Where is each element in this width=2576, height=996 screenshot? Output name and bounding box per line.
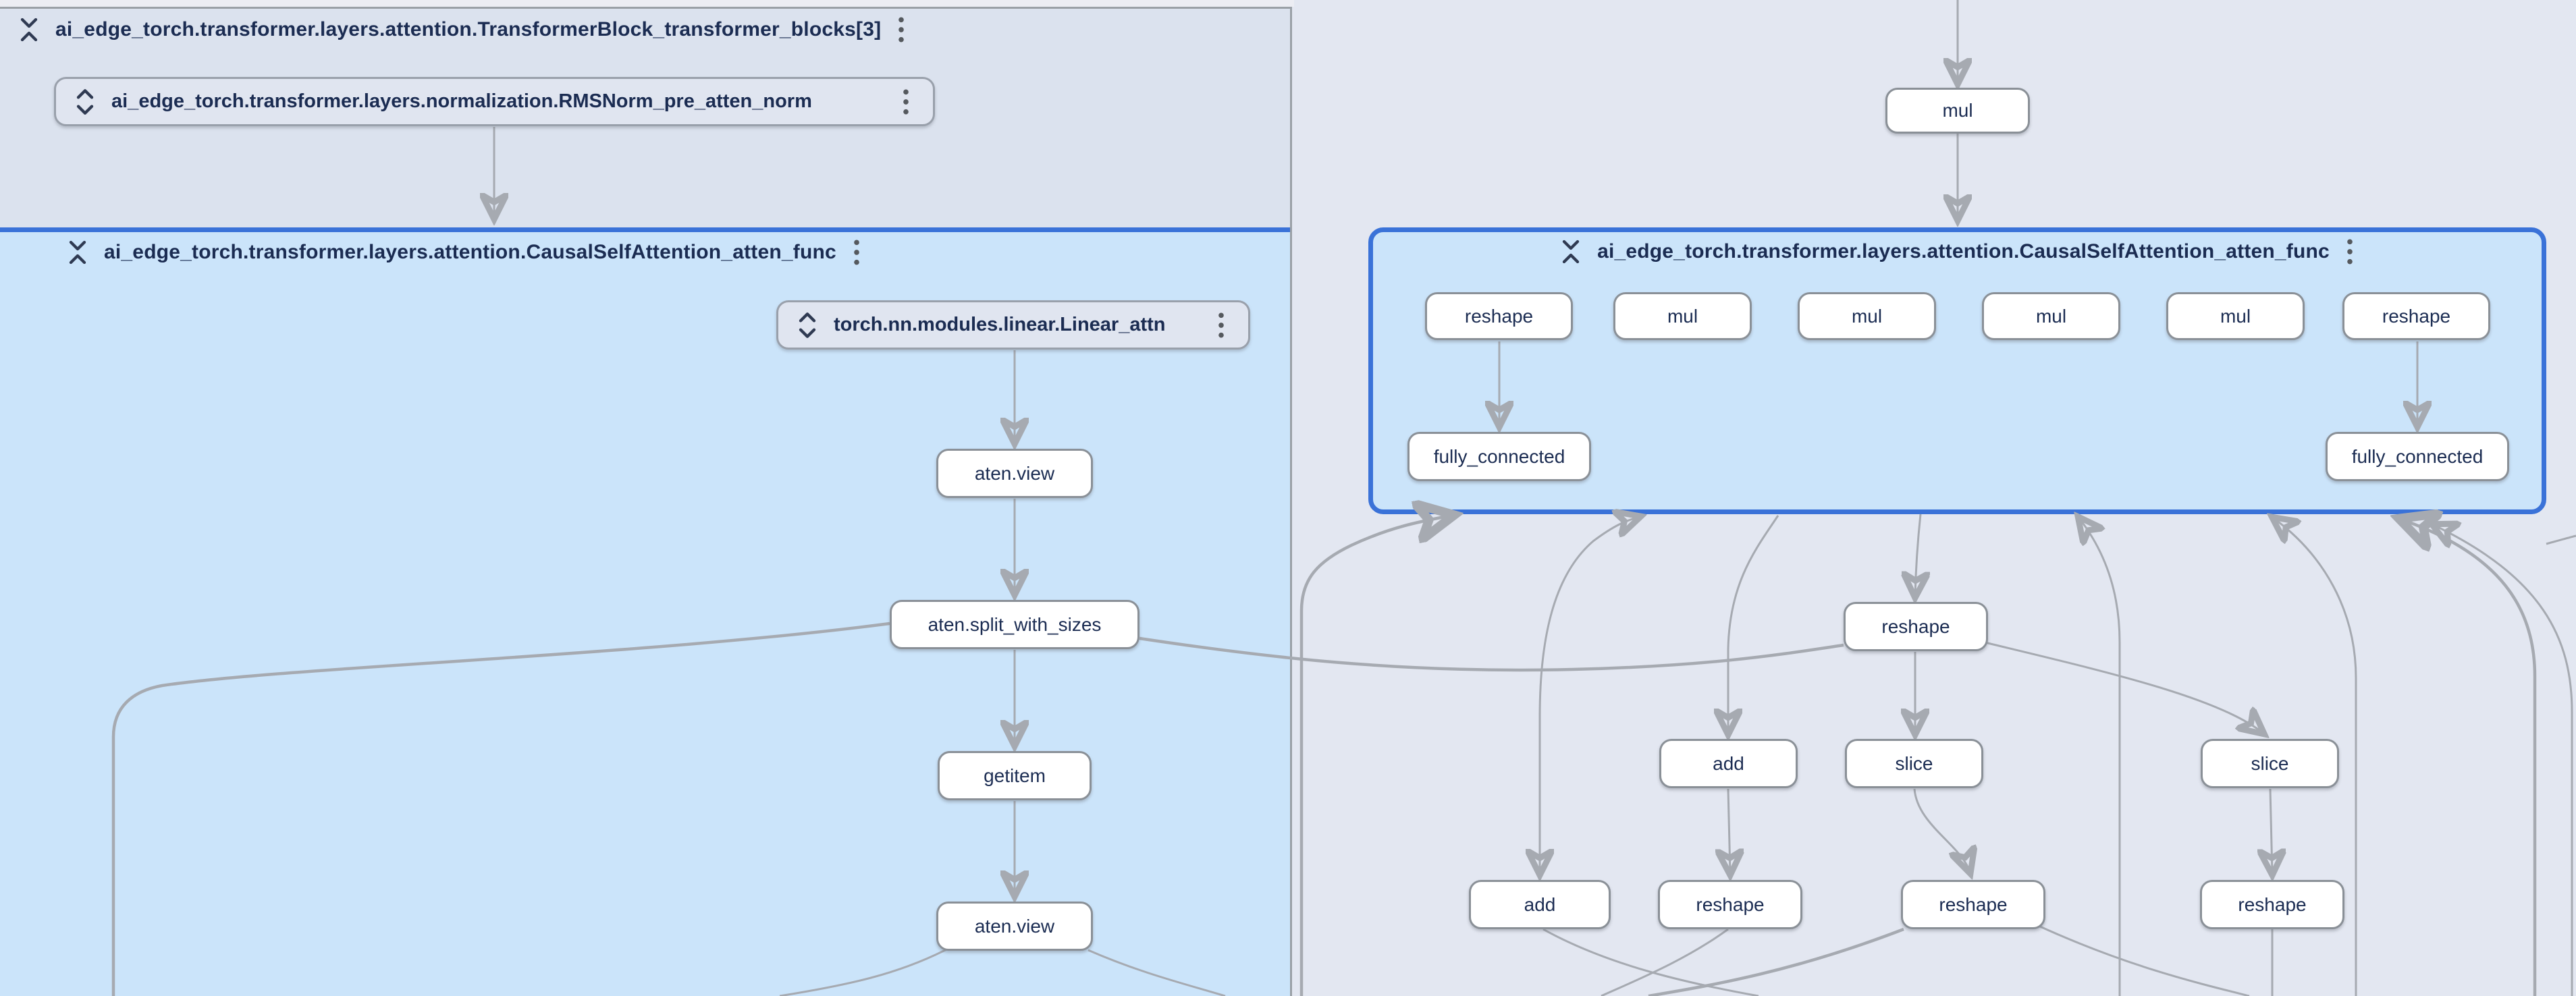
edge [1538,517,1639,717]
graph-node[interactable]: mul [1885,88,2030,134]
node-label: getitem [984,765,1046,786]
graph-node[interactable]: aten.view [936,902,1093,951]
graph-node[interactable]: reshape [1658,880,1802,929]
edge [1299,516,1451,996]
layer-title-bar-attention-left: ai_edge_torch.transformer.layers.attenti… [68,238,861,267]
edge [2402,520,2537,996]
edge [111,621,890,996]
edge [2274,518,2357,996]
edge [1728,788,1730,873]
graph-node[interactable]: reshape [1844,602,1988,651]
graph-node[interactable]: reshape [1901,880,2045,929]
graph-node[interactable]: aten.split_with_sizes [890,600,1139,649]
graph-node[interactable]: mul [1798,292,1936,340]
node-label: reshape [1939,893,2008,915]
edge [1728,515,1779,733]
node-label: aten.view [974,462,1055,484]
graph-node[interactable]: reshape [2200,880,2344,929]
edge [779,947,948,996]
edge [2434,525,2573,996]
node-label: reshape [2238,893,2307,915]
collapsed-layer-label: torch.nn.modules.linear.Linear_attn [834,314,1166,335]
collapsed-layer-node-linear-attn[interactable]: torch.nn.modules.linear.Linear_attn [776,300,1250,350]
kebab-menu-icon[interactable] [902,87,910,117]
node-label: reshape [1881,615,1950,637]
node-label: fully_connected [2351,445,2484,467]
graph-node[interactable]: getitem [938,751,1092,800]
node-label: aten.view [974,915,1055,937]
graph-node[interactable]: aten.view [936,449,1093,498]
unfold-less-icon[interactable] [1561,238,1581,265]
node-label: add [1524,893,1556,915]
node-label: aten.split_with_sizes [928,613,1102,635]
node-label: reshape [1696,893,1765,915]
node-label: add [1713,752,1744,774]
node-label: mul [1667,305,1698,327]
unfold-more-icon[interactable] [797,312,817,339]
layer-title-bar-transformer-block: ai_edge_torch.transformer.layers.attenti… [19,15,905,45]
collapsed-layer-node-rmsnorm[interactable]: ai_edge_torch.transformer.layers.normali… [54,77,935,126]
edge [1915,514,1921,596]
graph-node[interactable]: mul [2166,292,2305,340]
node-label: fully_connected [1433,445,1565,467]
edge [1979,640,2263,733]
kebab-menu-icon[interactable] [1217,310,1225,340]
graph-node[interactable]: reshape [1425,292,1573,340]
graph-node[interactable]: reshape [2342,292,2490,340]
graph-node[interactable]: fully_connected [1407,432,1591,481]
unfold-less-icon[interactable] [68,239,88,266]
node-label: mul [1942,100,1973,121]
kebab-menu-icon[interactable] [853,238,861,267]
unfold-less-icon[interactable] [19,16,39,43]
edge [1648,927,1904,996]
layer-title[interactable]: ai_edge_torch.transformer.layers.attenti… [1597,240,2330,262]
node-label: slice [2251,752,2289,774]
graph-node[interactable]: mul [1982,292,2120,340]
node-label: mul [2035,305,2067,327]
node-label: mul [2220,305,2251,327]
node-label: slice [1895,752,1933,774]
edge [2546,534,2576,545]
graph-node[interactable]: slice [1845,739,1983,788]
layer-title[interactable]: ai_edge_torch.transformer.layers.attenti… [55,18,882,40]
layer-title-bar-attention-right: ai_edge_torch.transformer.layers.attenti… [1373,237,2542,267]
edge [1913,788,1970,872]
node-label: mul [1851,305,1883,327]
edge [2039,925,2250,996]
edge [1542,928,1759,996]
edge [1601,928,1729,996]
node-label: reshape [1464,305,1534,327]
graph-node[interactable]: add [1469,880,1611,929]
layer-title[interactable]: ai_edge_torch.transformer.layers.attenti… [104,241,836,263]
graph-node[interactable]: fully_connected [2326,432,2509,481]
collapsed-layer-label: ai_edge_torch.transformer.layers.normali… [111,90,812,112]
unfold-more-icon[interactable] [75,88,95,115]
edge [2079,518,2121,996]
edge [1139,636,1844,672]
canvas-top-strip [0,0,1294,7]
kebab-menu-icon[interactable] [897,15,905,45]
node-label: reshape [2382,305,2451,327]
edge [1088,949,1226,996]
kebab-menu-icon[interactable] [2346,237,2354,267]
graph-node[interactable]: mul [1613,292,1752,340]
edge [2270,788,2272,873]
graph-node[interactable]: slice [2201,739,2339,788]
graph-node[interactable]: add [1659,739,1798,788]
edges [111,0,2576,996]
